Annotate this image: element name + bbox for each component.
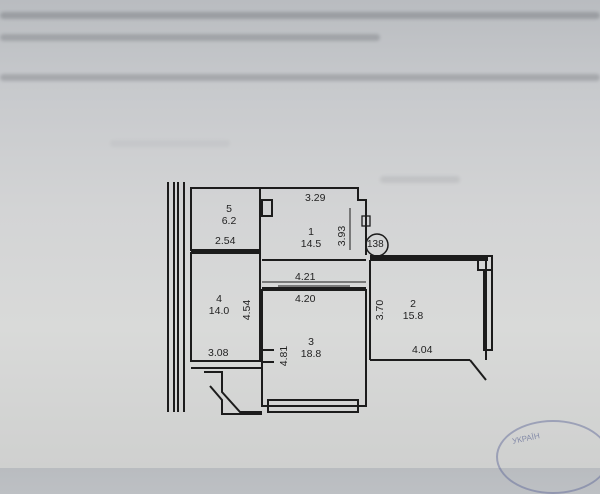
text-line (0, 34, 380, 41)
room-label-3: 3 18.8 (300, 336, 322, 361)
dimension-label: 4.20 (295, 293, 316, 305)
dimension-label: 3.08 (208, 347, 229, 359)
room-label-2: 2 15.8 (402, 298, 424, 323)
stamp-text: УКРАЇН (511, 431, 541, 446)
room-label-4: 4 14.0 (208, 293, 230, 318)
room-label-5: 5 6.2 (221, 203, 237, 228)
dimension-label: 4.54 (241, 299, 254, 321)
dimension-label: 3.29 (305, 192, 326, 204)
text-line (0, 12, 600, 19)
text-line (0, 74, 600, 81)
dimension-label: 3.93 (336, 225, 349, 247)
floor-plan (167, 182, 493, 415)
stamp: УКРАЇН (496, 420, 600, 494)
text-line (110, 140, 230, 147)
dimension-label: 4.21 (295, 271, 316, 283)
room-label-1: 1 14.5 (300, 226, 322, 251)
dimension-label: 4.81 (278, 345, 291, 367)
dimension-label: 4.04 (412, 344, 433, 356)
document-page: 5 6.2 1 14.5 4 14.0 3 18.8 2 15.8 3.29 2… (0, 12, 600, 494)
callout-number: 138 (367, 239, 384, 250)
text-line (380, 176, 460, 183)
dimension-label: 2.54 (215, 235, 236, 247)
dimension-label: 3.70 (374, 299, 387, 321)
